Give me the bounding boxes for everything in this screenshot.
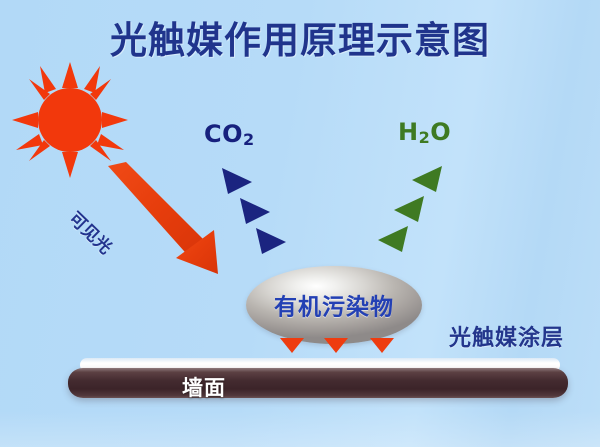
h2o-arrow-trail-icon [376,158,446,258]
wall-surface-bar [68,368,568,398]
photocatalyst-coating-label: 光触媒涂层 [449,326,565,351]
reaction-arrows-icon [278,337,398,355]
sun-icon [12,62,128,178]
h2o-label: H2O [398,118,451,147]
visible-light-arrow-icon [96,162,226,280]
page-title: 光触媒作用原理示意图 [110,19,490,62]
organic-pollutant-blob: 有机污染物 [246,266,422,344]
h2o-subscript: 2 [418,127,431,147]
h2o-label-text: H [398,118,419,146]
co2-label: CO2 [204,120,255,149]
co2-arrow-trail-icon [218,160,288,260]
co2-subscript: 2 [243,129,255,149]
co2-label-text: CO [204,120,244,148]
wall-surface-label: 墙面 [182,376,226,400]
h2o-label-tail: O [430,118,452,146]
organic-pollutant-label: 有机污染物 [274,294,394,321]
